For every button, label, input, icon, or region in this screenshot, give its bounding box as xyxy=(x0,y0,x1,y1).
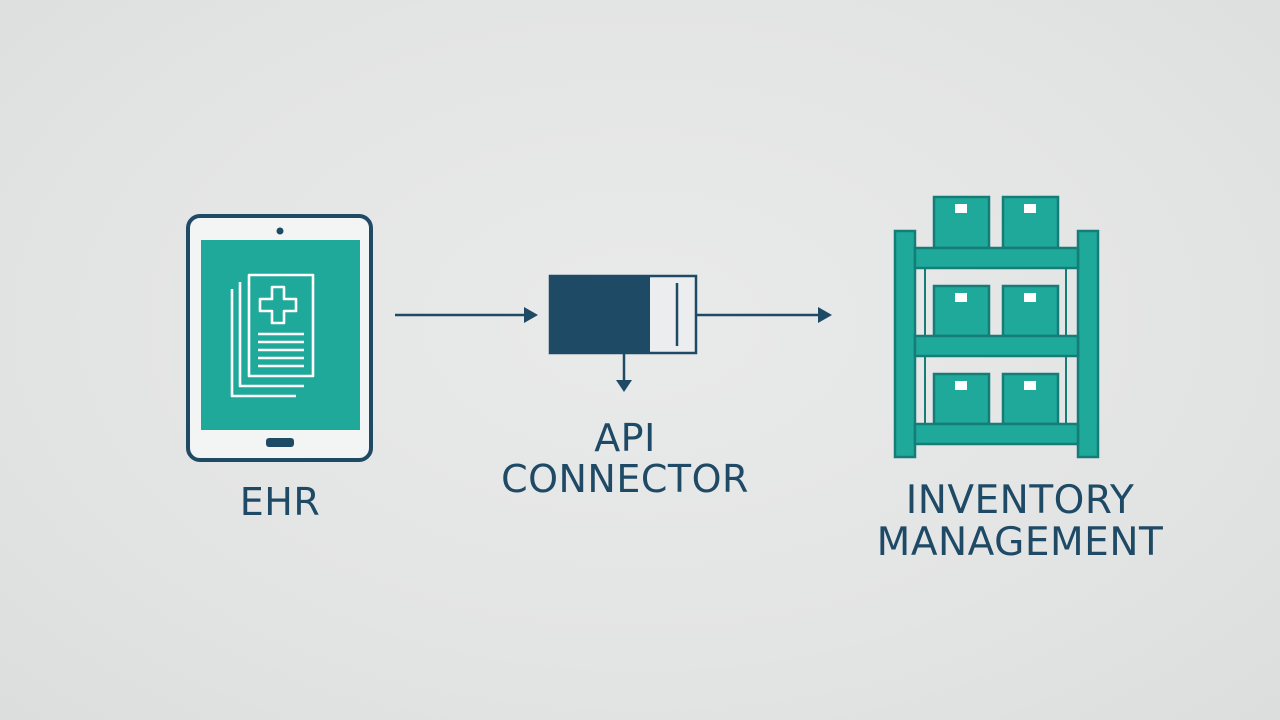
api-label-line-1: API xyxy=(594,416,656,460)
warehouse-shelves-icon xyxy=(893,195,1100,459)
ehr-label: EHR xyxy=(170,480,390,524)
arrow-ehr-to-api xyxy=(395,307,538,323)
inventory-node xyxy=(893,195,1100,459)
api-connector-label: API CONNECTOR xyxy=(470,416,780,502)
connector-plug-icon xyxy=(548,274,698,392)
arrow-api-to-inventory xyxy=(696,307,832,323)
tablet-medical-record-icon xyxy=(186,214,373,462)
inventory-label-line-2: MANAGEMENT xyxy=(876,520,1164,566)
ehr-node xyxy=(186,214,373,462)
inventory-label-line-1: INVENTORY xyxy=(905,478,1135,523)
inventory-management-label: INVENTORY MANAGEMENT xyxy=(810,478,1230,566)
api-node xyxy=(548,274,698,392)
api-label-line-2: CONNECTOR xyxy=(501,457,749,502)
ehr-label-text: EHR xyxy=(239,480,321,524)
